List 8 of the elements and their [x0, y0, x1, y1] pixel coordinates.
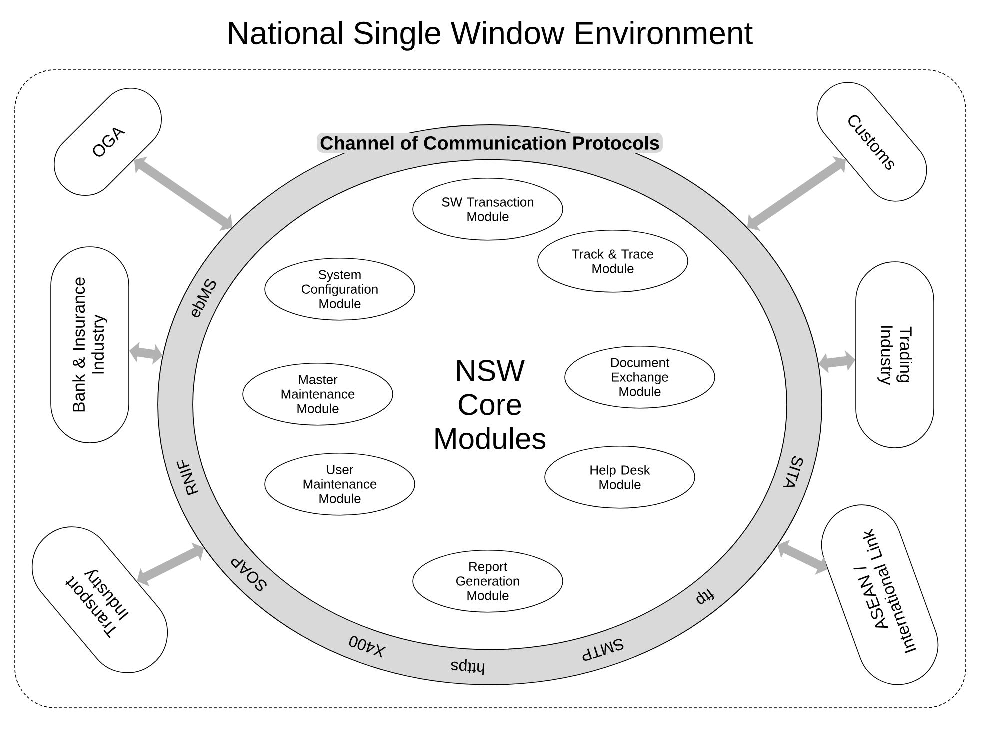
ring-title: Channel of Communication Protocols: [317, 133, 663, 153]
stakeholder-pill: Bank & Insurance Industry: [50, 246, 130, 444]
protocol-label: ftp: [696, 589, 714, 604]
title: National Single Window Environment: [229, 21, 753, 51]
stakeholder-pill: Trading Industry: [856, 262, 934, 448]
protocol-label: ebMS: [192, 279, 216, 318]
protocol-label: https: [451, 659, 485, 676]
double-arrow: [137, 542, 204, 587]
